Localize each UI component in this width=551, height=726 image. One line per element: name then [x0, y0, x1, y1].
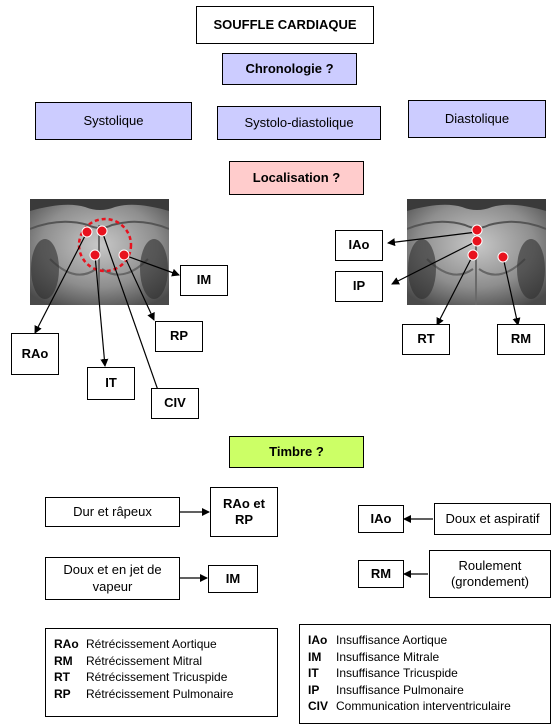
arrow-to-im	[123, 254, 180, 277]
doux-jet-vapeur-box: Doux et en jet de vapeur	[45, 557, 180, 600]
arrow-to-civ	[101, 230, 162, 397]
point-rm	[497, 251, 509, 263]
point-rao	[81, 226, 93, 238]
arrow-to-rp	[123, 254, 155, 321]
doux-aspiratif-box: Doux et aspiratif	[434, 503, 551, 535]
label-it: IT	[87, 367, 135, 400]
chronologie-box: Chronologie ?	[222, 53, 357, 85]
label-rp: RP	[155, 321, 203, 352]
roulement-box: Roulement (grondement)	[429, 550, 551, 598]
label-rm: RM	[497, 324, 545, 355]
point-it	[89, 249, 101, 261]
timbre-im-box: IM	[208, 565, 258, 593]
point-rp-im	[118, 249, 130, 261]
localisation-box: Localisation ?	[229, 161, 364, 195]
label-civ: CIV	[151, 388, 199, 419]
arrow-to-iao	[387, 231, 478, 247]
arrow-to-it	[94, 254, 109, 367]
dur-rapeux-box: Dur et râpeux	[45, 497, 180, 527]
title-box: SOUFFLE CARDIAQUE	[196, 6, 374, 44]
label-im: IM	[180, 265, 228, 296]
diastolique-box: Diastolique	[408, 100, 546, 138]
point-rt	[467, 249, 479, 261]
arrow-to-rm	[502, 256, 521, 326]
timbre-rm-box: RM	[358, 560, 404, 588]
point-ip	[471, 235, 483, 247]
label-rao: RAo	[11, 333, 59, 375]
label-iao: IAo	[335, 230, 383, 261]
rao-rp-box: RAo et RP	[210, 487, 278, 537]
label-rt: RT	[402, 324, 450, 355]
timbre-iao-box: IAo	[358, 505, 404, 533]
systolique-box: Systolique	[35, 102, 192, 140]
arrow-to-rao	[34, 231, 88, 334]
point-civ	[96, 225, 108, 237]
arrow-to-rt	[436, 254, 474, 326]
label-ip: IP	[335, 271, 383, 302]
arrow-to-ip	[391, 240, 478, 285]
systolo-diastolique-box: Systolo-diastolique	[217, 106, 381, 140]
point-iao	[471, 224, 483, 236]
timbre-box: Timbre ?	[229, 436, 364, 468]
